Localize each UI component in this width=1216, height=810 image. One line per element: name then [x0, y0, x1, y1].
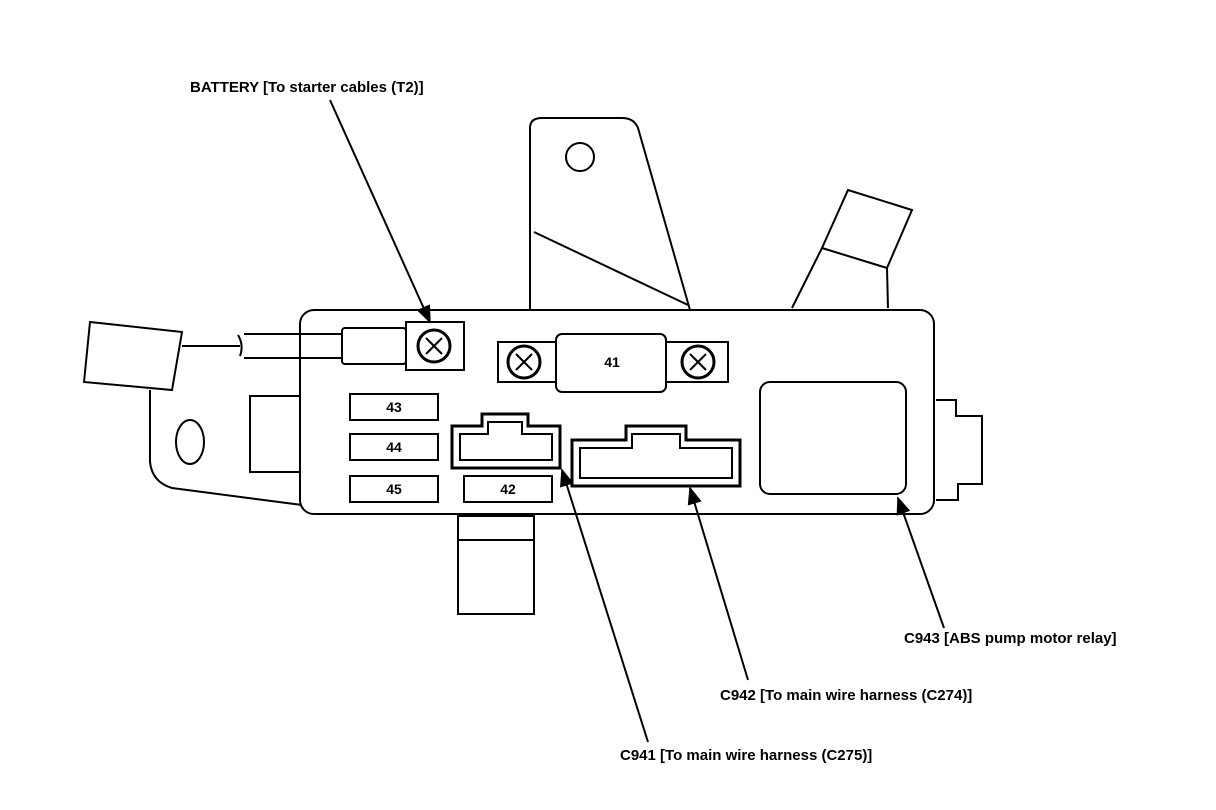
c941-label: C941 [To main wire harness (C275)]	[620, 747, 872, 764]
battery-cable	[244, 321, 465, 371]
fuse-42-label: 42	[500, 481, 516, 497]
fuse-41-right-screw-icon	[680, 344, 716, 380]
fuse-44: 44	[349, 433, 439, 461]
fuse-44-label: 44	[386, 439, 402, 455]
connector-c942	[570, 424, 742, 488]
c941-leader-line	[560, 468, 649, 743]
fuse-42: 42	[463, 475, 553, 503]
right-stub	[936, 399, 983, 501]
connector-c941	[450, 412, 562, 470]
left-mounting-tab	[149, 390, 303, 506]
c943-label: C943 [ABS pump motor relay]	[904, 630, 1117, 647]
c942-label: C942 [To main wire harness (C274)]	[720, 687, 972, 704]
left-connector	[82, 320, 243, 392]
battery-leader-line	[329, 99, 431, 324]
fuse-box-body	[299, 309, 935, 515]
fuse-41	[497, 333, 729, 393]
mounting-bracket	[529, 117, 691, 311]
relay-socket-c943	[759, 381, 907, 495]
fuse-45-label: 45	[386, 481, 402, 497]
fuse-41-left-screw-icon	[506, 344, 542, 380]
right-bracket	[791, 188, 914, 309]
fuse-43: 43	[349, 393, 439, 421]
c943-leader-line	[896, 496, 945, 629]
battery-terminal-screw-icon	[416, 328, 452, 364]
fuse-45: 45	[349, 475, 439, 503]
battery-label: BATTERY [To starter cables (T2)]	[190, 79, 424, 96]
fuse-43-label: 43	[386, 399, 402, 415]
c942-leader-line	[687, 486, 749, 681]
bottom-stub	[457, 515, 535, 615]
fuse-41-label: 41	[604, 354, 620, 370]
